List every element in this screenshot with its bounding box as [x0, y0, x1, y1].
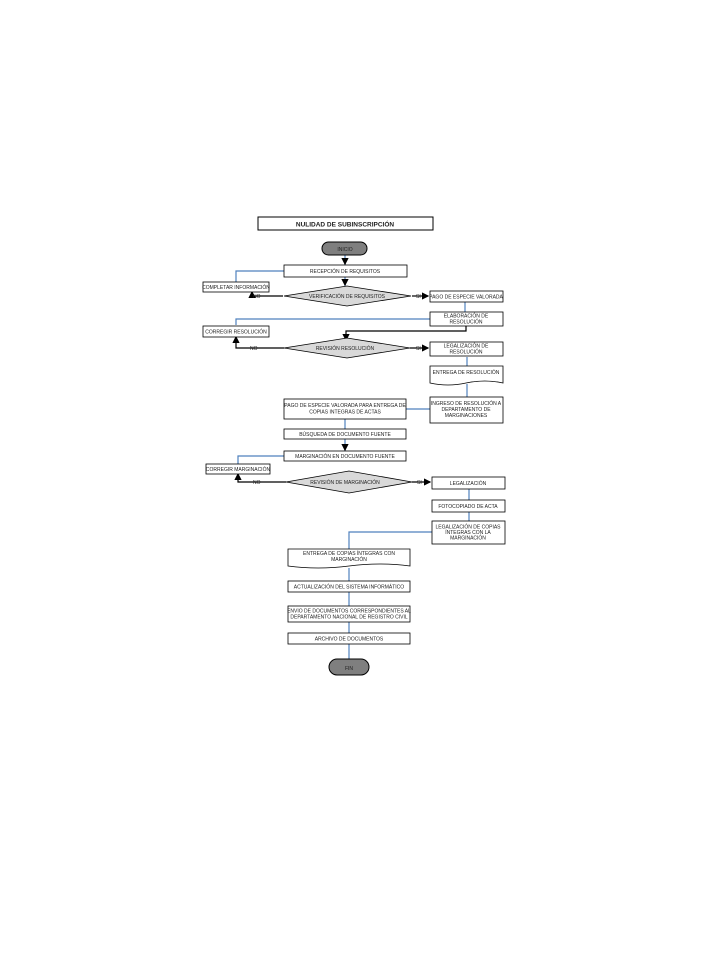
process-elaboracion: ELABORACIÓN DE RESOLUCIÓN — [429, 311, 504, 327]
svg-text:COPIAS INTEGRAS DE ACTAS: COPIAS INTEGRAS DE ACTAS — [309, 410, 381, 416]
svg-text:CORREGIR RESOLUCIÓN: CORREGIR RESOLUCIÓN — [205, 329, 267, 336]
svg-text:LEGALIZACIÓN DE: LEGALIZACIÓN DE — [444, 343, 489, 350]
no-label-revision-marginacion: NO — [253, 480, 261, 486]
svg-text:NULIDAD DE SUBINSCRIPCIÓN: NULIDAD DE SUBINSCRIPCIÓN — [296, 220, 395, 229]
svg-text:FOTOCOPIADO DE ACTA: FOTOCOPIADO DE ACTA — [438, 504, 498, 510]
process-pago-especie: PAGO DE ESPECIE VALORADA — [429, 290, 504, 303]
svg-text:ENTREGA DE COPIAS ÍNTEGRAS CON: ENTREGA DE COPIAS ÍNTEGRAS CON — [303, 550, 395, 557]
process-legalizacion-resolucion: LEGALIZACIÓN DE RESOLUCIÓN — [429, 341, 504, 357]
svg-text:ENVIO DE DOCUMENTOS CORRESPOND: ENVIO DE DOCUMENTOS CORRESPONDIENTES AL — [287, 609, 411, 615]
svg-text:VERIFICACIÓN DE REQUISITOS: VERIFICACIÓN DE REQUISITOS — [309, 293, 386, 300]
svg-text:RECEPCIÓN DE REQUISITOS: RECEPCIÓN DE REQUISITOS — [310, 268, 381, 275]
svg-text:LEGALIZACIÓN DE COPIAS: LEGALIZACIÓN DE COPIAS — [435, 524, 501, 531]
process-recepcion: RECEPCIÓN DE REQUISITOS — [283, 264, 408, 278]
svg-text:REVISIÓN RESOLUCIÓN: REVISIÓN RESOLUCIÓN — [316, 345, 375, 352]
svg-text:MARGINACIÓN: MARGINACIÓN — [331, 556, 367, 563]
svg-text:ENTREGA DE RESOLUCIÓN: ENTREGA DE RESOLUCIÓN — [433, 369, 500, 376]
svg-text:ELABORACIÓN DE: ELABORACIÓN DE — [444, 313, 489, 320]
document-entrega-copias: ENTREGA DE COPIAS ÍNTEGRAS CON MARGINACI… — [287, 548, 411, 569]
decision-revision-resolucion: REVISIÓN RESOLUCIÓN — [283, 337, 411, 359]
end-terminator: FIN — [328, 658, 370, 676]
process-marginacion: MARGINACIÓN EN DOCUMENTO FUENTE — [283, 450, 407, 462]
decision-revision-marginacion: REVISIÓN DE MARGINACIÓN — [285, 470, 413, 494]
svg-text:CORREGIR MARGINACIÓN: CORREGIR MARGINACIÓN — [206, 466, 271, 473]
si-label-revision-resolucion: SI — [416, 346, 421, 352]
process-legalizacion: LEGALIZACIÓN — [431, 476, 506, 490]
svg-text:MARGINACIÓN EN DOCUMENTO FUENT: MARGINACIÓN EN DOCUMENTO FUENTE — [295, 453, 395, 460]
process-corregir-marginacion: CORREGIR MARGINACIÓN — [205, 463, 271, 475]
svg-text:DEPARTAMENTO DE: DEPARTAMENTO DE — [441, 407, 491, 413]
svg-text:DEPARTAMENTO NACIONAL DE REGIS: DEPARTAMENTO NACIONAL DE REGISTRO CIVIL — [290, 615, 407, 621]
process-pago-entrega: PAGO DE ESPECIE VALORADA PARA ENTREGA DE… — [283, 398, 407, 420]
svg-text:PAGO DE ESPECIE VALORADA PARA: PAGO DE ESPECIE VALORADA PARA ENTREGA DE — [284, 403, 406, 409]
process-envio: ENVIO DE DOCUMENTOS CORRESPONDIENTES AL … — [287, 605, 411, 623]
process-completar: COMPLETAR INFORMACIÓN — [202, 281, 270, 293]
si-label-verificacion: SI — [416, 294, 421, 300]
svg-text:ACTUALIZACIÓN DEL SISTEMA INFO: ACTUALIZACIÓN DEL SISTEMA INFORMÁTICO — [294, 584, 404, 591]
si-label-revision-marginacion: SI — [417, 480, 422, 486]
svg-text:COMPLETAR INFORMACIÓN: COMPLETAR INFORMACIÓN — [202, 284, 270, 291]
svg-text:MARGINACIÓN: MARGINACIÓN — [450, 535, 486, 542]
svg-text:LEGALIZACIÓN: LEGALIZACIÓN — [450, 480, 487, 487]
svg-text:RESOLUCIÓN: RESOLUCIÓN — [449, 319, 482, 326]
document-entrega-resolucion: ENTREGA DE RESOLUCIÓN — [429, 365, 504, 386]
svg-text:REVISIÓN DE MARGINACIÓN: REVISIÓN DE MARGINACIÓN — [310, 479, 380, 486]
svg-text:BÚSQUEDA DE DOCUMENTO FUENTE: BÚSQUEDA DE DOCUMENTO FUENTE — [299, 431, 391, 438]
svg-text:RESOLUCIÓN: RESOLUCIÓN — [449, 349, 482, 356]
process-archivo: ARCHIVO DE DOCUMENTOS — [287, 632, 411, 645]
no-label-revision-resolucion: NO — [250, 346, 258, 352]
diagram-title: NULIDAD DE SUBINSCRIPCIÓN — [257, 216, 434, 231]
svg-text:FIN: FIN — [345, 666, 353, 672]
connectors — [232, 255, 470, 659]
svg-text:ARCHIVO DE DOCUMENTOS: ARCHIVO DE DOCUMENTOS — [315, 637, 384, 643]
process-actualizacion: ACTUALIZACIÓN DEL SISTEMA INFORMÁTICO — [287, 580, 411, 593]
svg-text:ÍNTEGRAS CON LA: ÍNTEGRAS CON LA — [445, 529, 491, 536]
process-busqueda: BÚSQUEDA DE DOCUMENTO FUENTE — [283, 428, 407, 440]
svg-text:MARGINACIONES: MARGINACIONES — [445, 413, 488, 419]
svg-text:INGRESO DE RESOLUCIÓN A: INGRESO DE RESOLUCIÓN A — [431, 400, 502, 407]
process-legalizacion-copias: LEGALIZACIÓN DE COPIAS ÍNTEGRAS CON LA M… — [431, 520, 506, 545]
process-corregir-resolucion: CORREGIR RESOLUCIÓN — [202, 325, 270, 338]
process-ingreso-resolucion: INGRESO DE RESOLUCIÓN A DEPARTAMENTO DE … — [429, 396, 504, 424]
process-fotocopiado: FOTOCOPIADO DE ACTA — [431, 499, 506, 513]
start-terminator: INICIO — [321, 241, 368, 256]
svg-text:PAGO DE ESPECIE VALORADA: PAGO DE ESPECIE VALORADA — [429, 295, 503, 301]
no-label-verificacion: NO — [253, 294, 261, 300]
branch-labels: NO SI NO SI NO SI — [250, 294, 422, 486]
decision-verificacion: VERIFICACIÓN DE REQUISITOS — [283, 285, 412, 307]
svg-text:INICIO: INICIO — [337, 247, 352, 253]
